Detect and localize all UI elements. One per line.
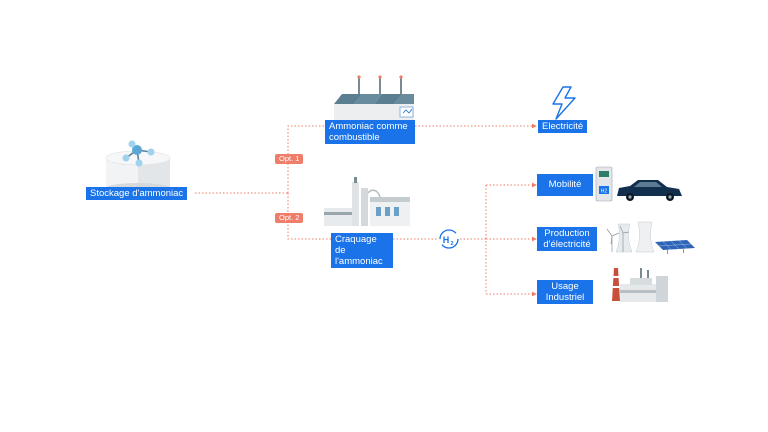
node-cracking: Craquage de l'ammoniac <box>331 233 393 268</box>
hydrogen-symbol: H <box>443 235 450 245</box>
hydrogen-subscript: 2 <box>450 241 453 247</box>
lightning-icon <box>552 86 576 120</box>
cracking-plant-icon <box>324 177 410 226</box>
connectors <box>195 123 537 297</box>
car-icon <box>617 180 682 201</box>
node-mobility: Mobilité <box>537 174 593 196</box>
industrial-plant-icon <box>612 268 668 302</box>
power-plant-icon <box>615 221 655 253</box>
connector-opt1-branch <box>287 125 325 193</box>
connector-opt2-branch <box>287 193 332 240</box>
option-1-badge: Opt. 1 <box>275 154 304 164</box>
option-2-badge: Opt. 2 <box>275 213 304 223</box>
node-fuel: Ammoniac comme combustible <box>325 120 415 144</box>
factory-fuel-icon <box>334 75 414 120</box>
ammonia-molecule-icon <box>122 140 155 167</box>
node-industrial-use: Usage Industriel <box>537 280 593 304</box>
node-storage: Stockage d'ammoniac <box>86 187 188 200</box>
pump-h2-label: H2 <box>601 189 608 195</box>
solar-panel-icon <box>655 240 695 254</box>
fuel-pump-icon: H2 <box>595 166 613 202</box>
node-power-production: Production d'électricité <box>537 227 597 251</box>
hydrogen-cycle-icon: H 2 <box>439 229 459 249</box>
wind-turbine-icon <box>606 225 630 252</box>
node-electricity: Electricité <box>538 120 588 133</box>
